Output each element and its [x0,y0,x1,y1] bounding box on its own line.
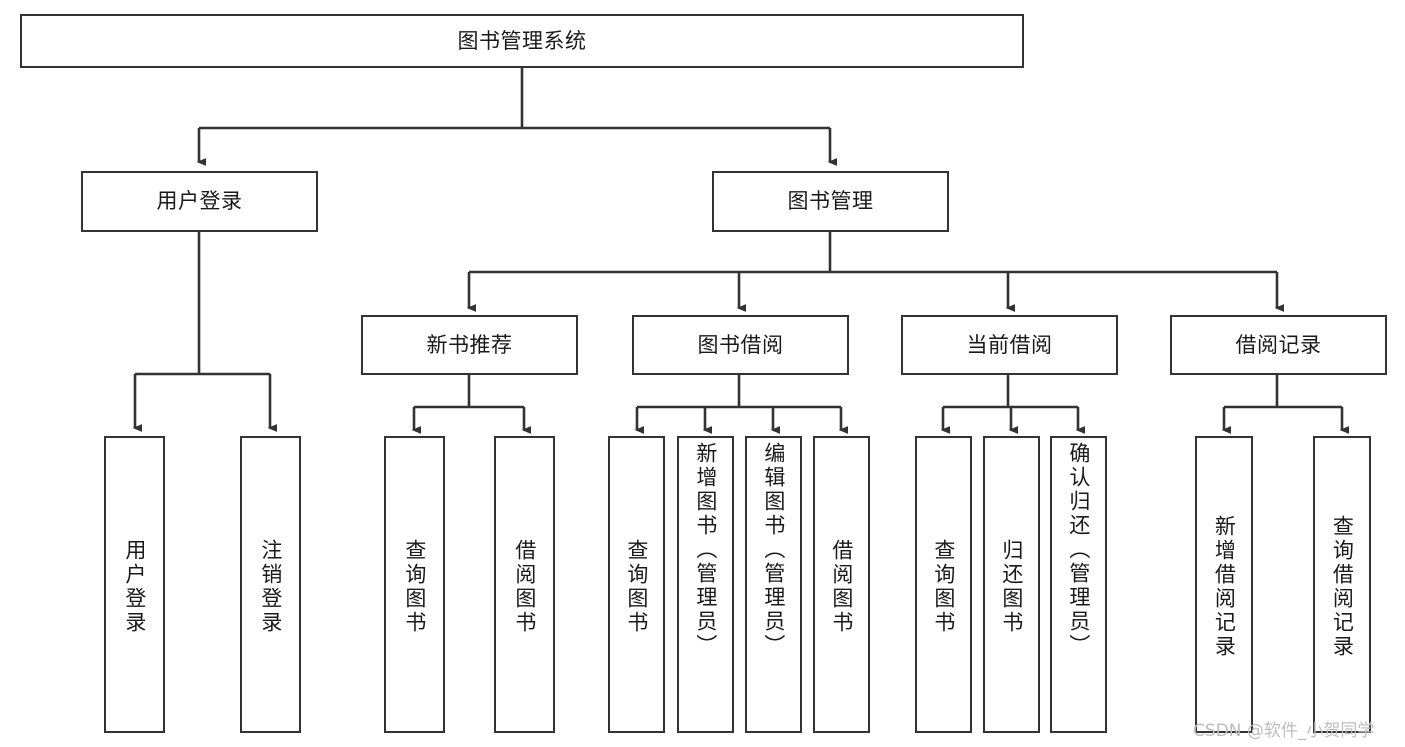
node-label: 查询图书 [624,538,649,635]
node-book-management[interactable]: 图书管理 [712,171,949,232]
node-label: 图书管理系统 [457,28,587,53]
node-current-borrow[interactable]: 当前借阅 [901,315,1118,375]
node-label: 归还图书 [999,538,1024,635]
node-label: 借阅记录 [1235,332,1322,357]
leaf-bookborrow-query-book[interactable]: 查询图书 [608,436,665,733]
leaf-borrowrecord-query-record[interactable]: 查询借阅记录 [1313,436,1371,733]
node-label: 新增借阅记录 [1212,514,1237,659]
leaf-bookborrow-borrow-book[interactable]: 借阅图书 [813,436,870,733]
node-borrow-record[interactable]: 借阅记录 [1170,315,1387,375]
csdn-watermark: CSDN @软件_小贺同学 [1193,721,1375,741]
node-label: 查询图书 [402,538,427,635]
leaf-bookborrow-add-book[interactable]: 新增图书（管理员） [677,436,734,733]
node-new-book-recommend[interactable]: 新书推荐 [361,315,578,375]
leaf-currentborrow-query-book[interactable]: 查询图书 [915,436,972,733]
node-label: 当前借阅 [966,332,1053,357]
node-label: 用户登录 [122,538,147,635]
leaf-logout[interactable]: 注销登录 [240,436,301,733]
node-root-system[interactable]: 图书管理系统 [20,14,1024,68]
node-label: 查询图书 [931,538,956,635]
leaf-newbook-query-book[interactable]: 查询图书 [384,436,445,733]
node-label: 借阅图书 [829,538,854,635]
node-label: 图书借阅 [697,332,784,357]
leaf-bookborrow-edit-book[interactable]: 编辑图书（管理员） [745,436,802,733]
node-label: 编辑图书（管理员） [761,442,786,658]
leaf-borrowrecord-add-record[interactable]: 新增借阅记录 [1195,436,1253,733]
leaf-currentborrow-return-book[interactable]: 归还图书 [983,436,1040,733]
node-user-login[interactable]: 用户登录 [81,171,318,232]
leaf-newbook-borrow-book[interactable]: 借阅图书 [494,436,555,733]
leaf-user-login[interactable]: 用户登录 [104,436,165,733]
node-label: 确认归还（管理员） [1066,442,1091,658]
node-label: 新书推荐 [426,332,513,357]
leaf-currentborrow-confirm-return[interactable]: 确认归还（管理员） [1050,436,1107,733]
node-label: 借阅图书 [512,538,537,635]
node-label: 新增图书（管理员） [693,442,718,658]
node-book-borrow[interactable]: 图书借阅 [632,315,849,375]
node-label: 图书管理 [787,189,874,214]
node-label: 用户登录 [156,189,243,214]
node-label: 注销登录 [258,538,283,635]
node-label: 查询借阅记录 [1330,514,1355,659]
